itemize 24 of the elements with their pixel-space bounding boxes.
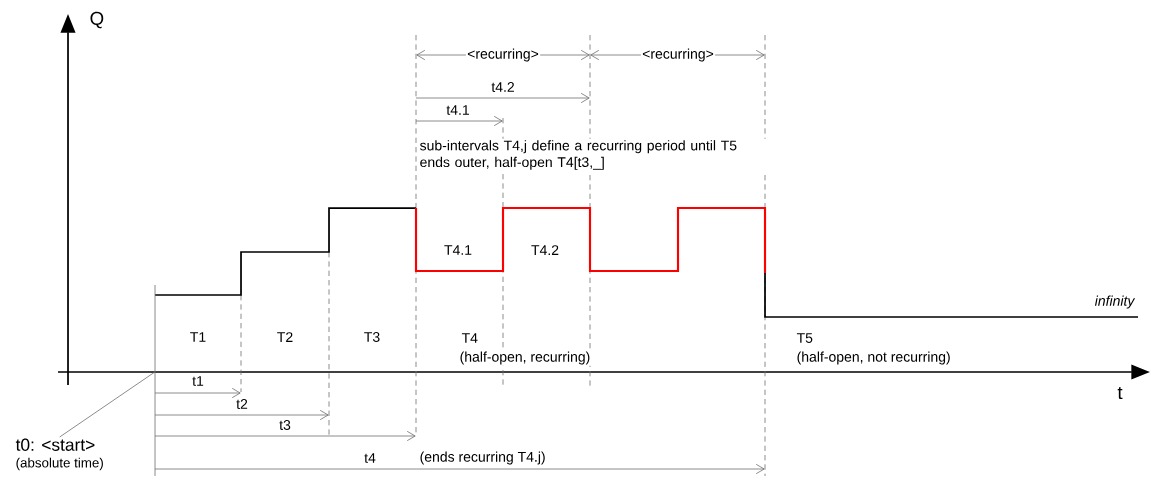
- dimension-label: <recurring>: [465, 47, 541, 63]
- interval-label: T4.1: [442, 243, 474, 257]
- interval-label: T2: [275, 330, 295, 344]
- dimension-note: (ends recurring T4.j): [418, 450, 547, 466]
- interval-note: (half-open, recurring): [458, 350, 592, 366]
- interval-note: (half-open, not recurring): [795, 350, 952, 366]
- dimension-label: t1: [190, 374, 206, 388]
- axis-label: Q: [88, 10, 106, 30]
- axis-label: t: [1116, 385, 1124, 401]
- leader-line: [59, 371, 156, 438]
- dimension-label: <recurring>: [640, 47, 716, 63]
- interval-label: T4.2: [529, 243, 561, 257]
- start-label: t0: <start> (absolute time): [15, 438, 103, 471]
- dimension-label: t4: [362, 451, 378, 465]
- note-text: sub-intervals T4,j define a recurring period until T5 ends outer, half-open T4[t3,_]: [418, 138, 772, 172]
- dimension-label: t2: [234, 397, 250, 411]
- interval-label: T3: [362, 330, 382, 344]
- interval-label: T5: [795, 331, 815, 345]
- dimension-label: t4.2: [490, 80, 516, 94]
- interval-label: T4: [460, 331, 480, 345]
- dimension-label: t3: [277, 418, 293, 432]
- dimension-label: t4.1: [445, 103, 471, 117]
- interval-label: T1: [188, 330, 208, 344]
- value-label: infinity: [1093, 294, 1136, 310]
